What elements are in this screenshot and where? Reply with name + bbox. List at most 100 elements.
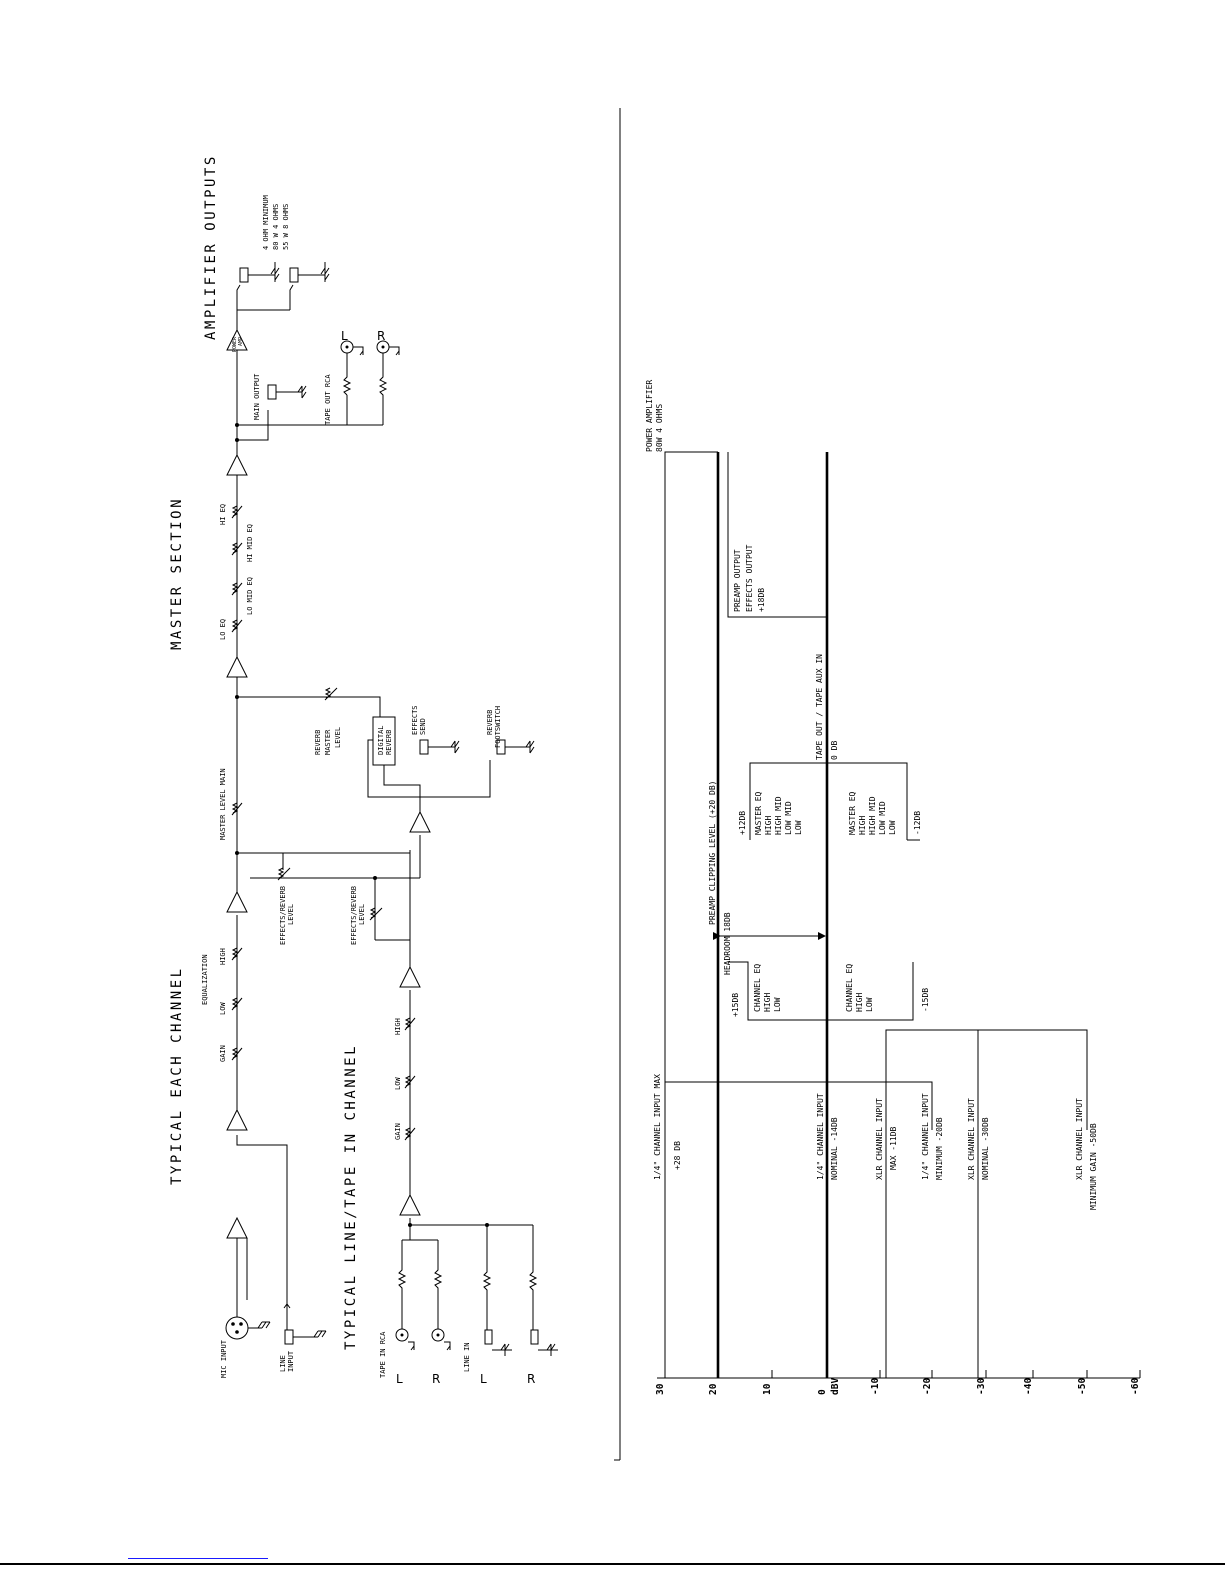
title-amplifier-outputs: AMPLIFIER OUTPUTS <box>203 154 219 340</box>
effects-send-label-2: SEND <box>419 718 427 735</box>
hi-mid-eq-pot-icon <box>231 542 243 556</box>
effects-send-jack-icon <box>419 739 429 755</box>
ground-icon <box>525 740 535 754</box>
reverb-master-level-pot-icon <box>324 687 338 701</box>
input-max-2: +28 DB <box>673 1141 682 1170</box>
preamp-output-bracket <box>727 452 827 618</box>
hi-mid-eq-label: HI MID EQ <box>246 524 254 562</box>
effects-send-amplifier <box>409 810 431 833</box>
effects-send-label-1: EFFECTS <box>411 705 419 735</box>
resistor-icon <box>482 1225 492 1330</box>
input-min-2: MINIMUM -20DB <box>935 1117 944 1180</box>
master-level-main-label: MASTER LEVEL MAIN <box>219 768 227 840</box>
ground-icon <box>389 346 400 356</box>
line-in-r-label: R <box>527 1372 535 1386</box>
speaker-out-1-jack-icon <box>239 267 249 283</box>
resistor-icon <box>397 1240 407 1329</box>
scale-tick-label: -40 <box>1023 1378 1034 1395</box>
tape-in-rca-label: TAPE IN RCA <box>379 1331 387 1378</box>
tape-out-l-label: L <box>341 329 348 343</box>
footer-link-underline <box>128 1558 268 1559</box>
line-low-pot-icon <box>404 1075 416 1089</box>
tape-out-label: TAPE OUT / TAPE AUX IN <box>815 654 824 760</box>
ground-icon <box>320 262 330 282</box>
line-gain-pot-icon <box>404 1127 416 1141</box>
reverb-footswitch-label-1: REVERB <box>486 710 494 735</box>
xlr-max-2: MAX -11DB <box>889 1126 898 1170</box>
power-amplifier <box>226 328 248 351</box>
channel-amplifier-3 <box>226 890 248 913</box>
channel-eq-b-3: LOW <box>865 997 874 1012</box>
xlr-min-1: XLR CHANNEL INPUT <box>1075 1098 1084 1180</box>
master-eq-a-2: HIGH <box>764 816 773 835</box>
ground-icon <box>492 1343 512 1356</box>
scale-tick-label: 30 <box>655 1383 666 1395</box>
mic-channel-chain: MIC INPUT LINE INPUT GAIN <box>201 440 411 1378</box>
scale-tick-label: -10 <box>870 1378 881 1395</box>
block-diagram: TYPICAL EACH CHANNEL TYPICAL LINE/TAPE I… <box>169 154 558 1386</box>
power-amp-sub: 80W 4 OHMS <box>655 404 664 452</box>
low-label: LOW <box>219 1002 227 1015</box>
scale-tick-label: 20 <box>708 1383 719 1395</box>
lo-mid-eq-label: LO MID EQ <box>246 577 254 615</box>
line-low-label: LOW <box>394 1077 402 1090</box>
lo-eq-pot-icon <box>231 619 243 633</box>
line-in-l-jack-icon <box>484 1329 493 1345</box>
resistor-icon <box>433 1240 443 1329</box>
reverb-master-label-1: REVERB <box>314 730 322 755</box>
hi-eq-pot-icon <box>231 505 243 519</box>
channel-amplifier-2 <box>226 1108 248 1131</box>
output-spec-3: 55 W 8 OHMS <box>282 204 290 250</box>
xlr-max-1: XLR CHANNEL INPUT <box>875 1098 884 1180</box>
xlr-min-2: MINIMUM GAIN -50DB <box>1089 1123 1098 1210</box>
master-eq-a-1: MASTER EQ <box>754 791 763 835</box>
title-typical-each-channel: TYPICAL EACH CHANNEL <box>169 966 185 1185</box>
line-high-pot-icon <box>404 1017 416 1031</box>
mic-input-label: MIC INPUT <box>220 1339 228 1378</box>
reverb-master-label-2: MASTER <box>324 729 332 755</box>
preamp-output-1: PREAMP OUTPUT <box>733 549 742 612</box>
main-output-jack-icon <box>267 384 277 400</box>
title-master-section: MASTER SECTION <box>169 497 185 650</box>
scale-tick-label: -50 <box>1077 1378 1088 1395</box>
preamp-output-2: EFFECTS OUTPUT <box>745 544 754 612</box>
master-eq-b-1: MASTER EQ <box>848 791 857 835</box>
tape-out-rca-label: TAPE OUT RCA <box>324 374 332 425</box>
output-spec-1: 4 OHM MINIMUM <box>262 195 270 250</box>
xlr-pin-icon <box>239 1322 243 1326</box>
power-amp-label-2: AMP <box>238 337 244 346</box>
master-amplifier-1 <box>226 655 248 678</box>
power-amp-level-outline <box>664 451 718 1378</box>
input-nom-2: NOMINAL -14DB <box>830 1117 839 1180</box>
xlr-nom-2: NOMINAL -30DB <box>981 1117 990 1180</box>
mic-preamp-amplifier <box>226 1216 248 1239</box>
low-eq-pot-icon <box>231 997 243 1011</box>
resistor-icon <box>378 353 388 425</box>
tape-out-r-label: R <box>377 329 385 343</box>
scale-tick-label: 10 <box>762 1383 773 1395</box>
scale-tick-label: -60 <box>1130 1378 1141 1395</box>
line-input-label-2: INPUT <box>287 1350 295 1372</box>
xlr-pin-icon <box>235 1330 239 1334</box>
master-eq-b-5: LOW <box>888 820 897 835</box>
plus12-label: +12DB <box>738 811 747 835</box>
minus12-label: -12DB <box>913 811 922 835</box>
line-in-label: LINE IN <box>463 1342 471 1372</box>
effects-reverb-level-pot-2-icon <box>369 907 383 921</box>
line-in-r-jack-icon <box>530 1329 539 1345</box>
line-high-label: HIGH <box>394 1018 402 1035</box>
ground-icon <box>257 1321 271 1329</box>
line-input-jack-icon <box>284 1329 294 1345</box>
master-eq-a-4: LOW MID <box>784 801 793 835</box>
gain-pot-icon <box>231 1047 243 1061</box>
digital-reverb-label-2: REVERB <box>385 730 393 755</box>
tape-in-l-label: L <box>396 1372 403 1386</box>
channel-eq-a-2: HIGH <box>763 993 772 1012</box>
master-amplifier-2 <box>226 453 248 476</box>
main-output-label: MAIN OUTPUT <box>253 373 261 420</box>
line-gain-label: GAIN <box>394 1123 402 1140</box>
scale-tick-label: -20 <box>922 1378 933 1395</box>
line-tape-channel-chain: TAPE IN RCA L R LINE IN L R <box>250 739 558 1386</box>
